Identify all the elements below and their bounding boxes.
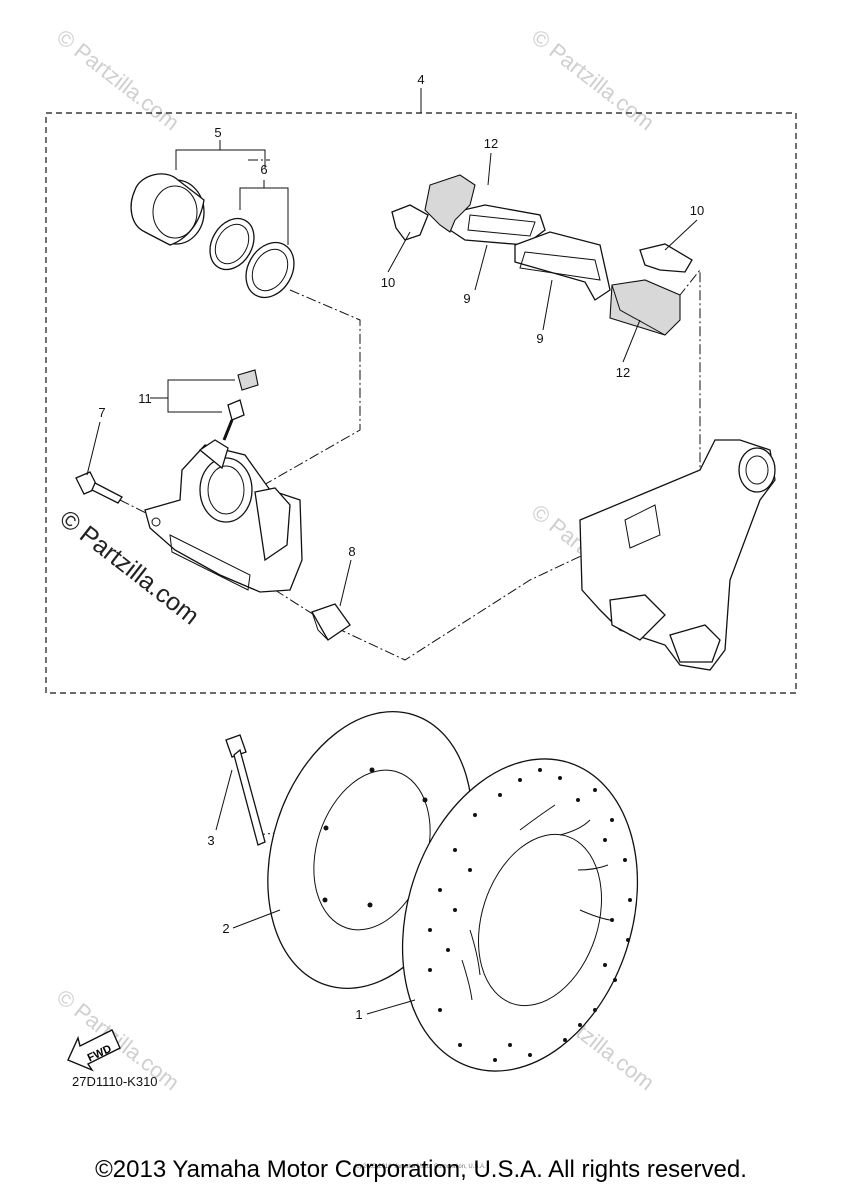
callout-12-bottom: 12 [616, 365, 630, 380]
pin-part-8 [311, 559, 352, 641]
callout-3: 3 [207, 833, 214, 848]
bolt-part-7 [75, 421, 123, 504]
callout-10-right: 10 [690, 203, 704, 218]
disc-bolt-part [215, 734, 266, 846]
piston-seal-parts [209, 217, 295, 299]
caliper-body [144, 439, 303, 593]
bracket-lines [175, 140, 289, 245]
callout-9-left: 9 [463, 291, 470, 306]
small-copyright: (c) 2005-2016 Yamaha Motor Corporation, … [354, 1164, 486, 1170]
callout-9-right: 9 [536, 331, 543, 346]
callout-8: 8 [348, 544, 355, 559]
disc-slots [461, 804, 611, 1001]
bleed-screw-part [150, 369, 259, 441]
leader-lines [232, 152, 698, 1015]
callout-12-top: 12 [484, 136, 498, 151]
callout-1: 1 [355, 1007, 362, 1022]
callout-5: 5 [214, 125, 221, 140]
watermark-faint: © Partzilla.com [52, 24, 184, 135]
watermark-faint: © Partzilla.com [527, 24, 659, 135]
callout-7: 7 [98, 405, 105, 420]
brake-pad-parts [449, 204, 611, 301]
diagram-code: 27D1110-K310 [72, 1074, 158, 1089]
caliper-bracket [579, 439, 776, 671]
pad-shim-parts [424, 174, 681, 336]
piston-part [130, 173, 205, 246]
callout-4: 4 [417, 72, 424, 87]
pad-spring-parts [391, 204, 693, 273]
brake-disc-drilled [401, 758, 639, 1072]
callout-2: 2 [222, 921, 229, 936]
callout-labels: 4 5 6 12 10 10 9 9 12 11 7 8 3 2 1 [98, 72, 704, 1022]
callout-11: 11 [138, 391, 152, 406]
disc-holes [428, 768, 632, 1062]
callout-6: 6 [260, 162, 267, 177]
callout-10-left: 10 [381, 275, 395, 290]
footer-copyright: ©2013 Yamaha Motor Corporation, U.S.A. A… [95, 1156, 747, 1183]
